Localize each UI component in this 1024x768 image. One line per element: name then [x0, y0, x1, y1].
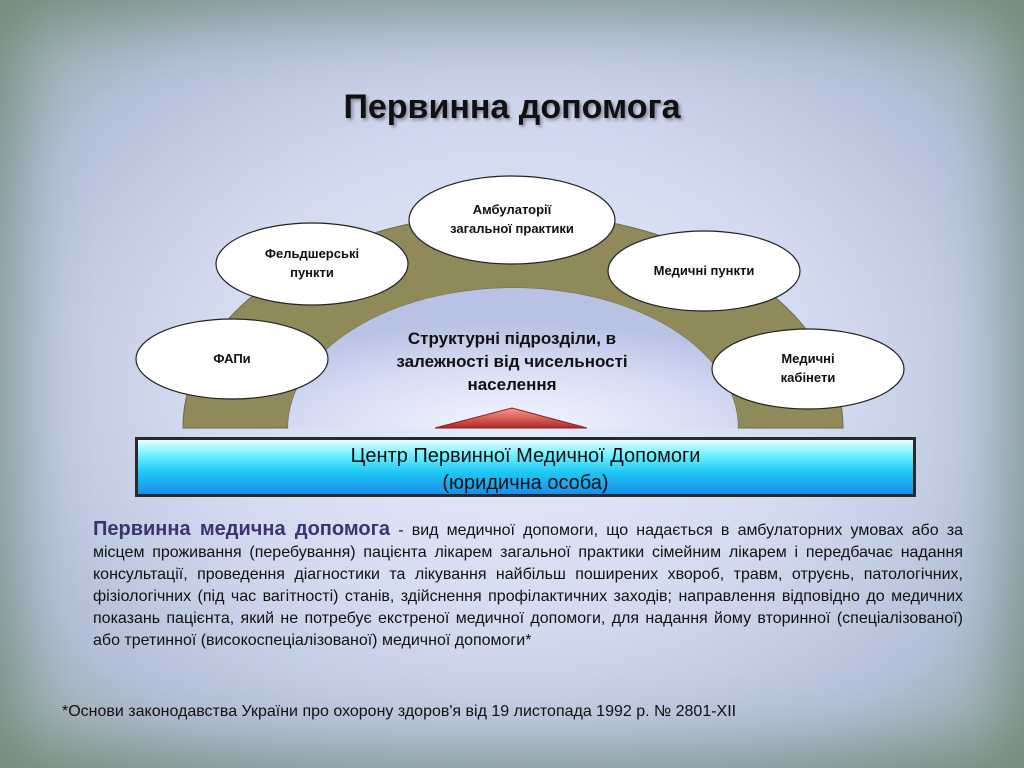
ellipse-label-feldsher: Фельдшерські пункти	[264, 246, 360, 280]
ellipse-label-fapy: ФАПи	[213, 350, 251, 366]
arc-inner-glow	[288, 288, 738, 428]
definition-paragraph: Первинна медична допомога - вид медичної…	[93, 518, 963, 652]
ellipse-ambulatory	[408, 175, 616, 265]
ellipse-label-med-cabinets: Медичні кабінети	[780, 351, 836, 385]
ellipse-label-med-points: Медичні пункти	[653, 262, 755, 278]
arrow-up-icon	[434, 407, 588, 429]
ellipse-med-points	[607, 230, 801, 312]
center-box-line1: Центр Первинної Медичної Допомоги	[350, 445, 701, 467]
structural-units-text: Структурні підрозділи, в залежності від …	[396, 329, 628, 394]
footnote: *Основи законодавства України про охорон…	[62, 703, 737, 720]
center-box-line2: (юридична особа)	[442, 472, 609, 494]
definition-term: Первинна медична допомога	[93, 518, 391, 540]
ellipse-feldsher	[215, 222, 409, 306]
ellipse-med-cabinets	[711, 328, 905, 410]
ellipse-fapy	[135, 318, 329, 400]
primary-care-center-box: Центр Первинної Медичної Допомоги (юриди…	[135, 437, 916, 497]
definition-text: - вид медичної допомоги, що надається в …	[93, 522, 963, 649]
ellipse-label-ambulatory: Амбулаторії загальної практики	[450, 202, 574, 236]
slide-title: Первинна допомога	[343, 88, 681, 126]
